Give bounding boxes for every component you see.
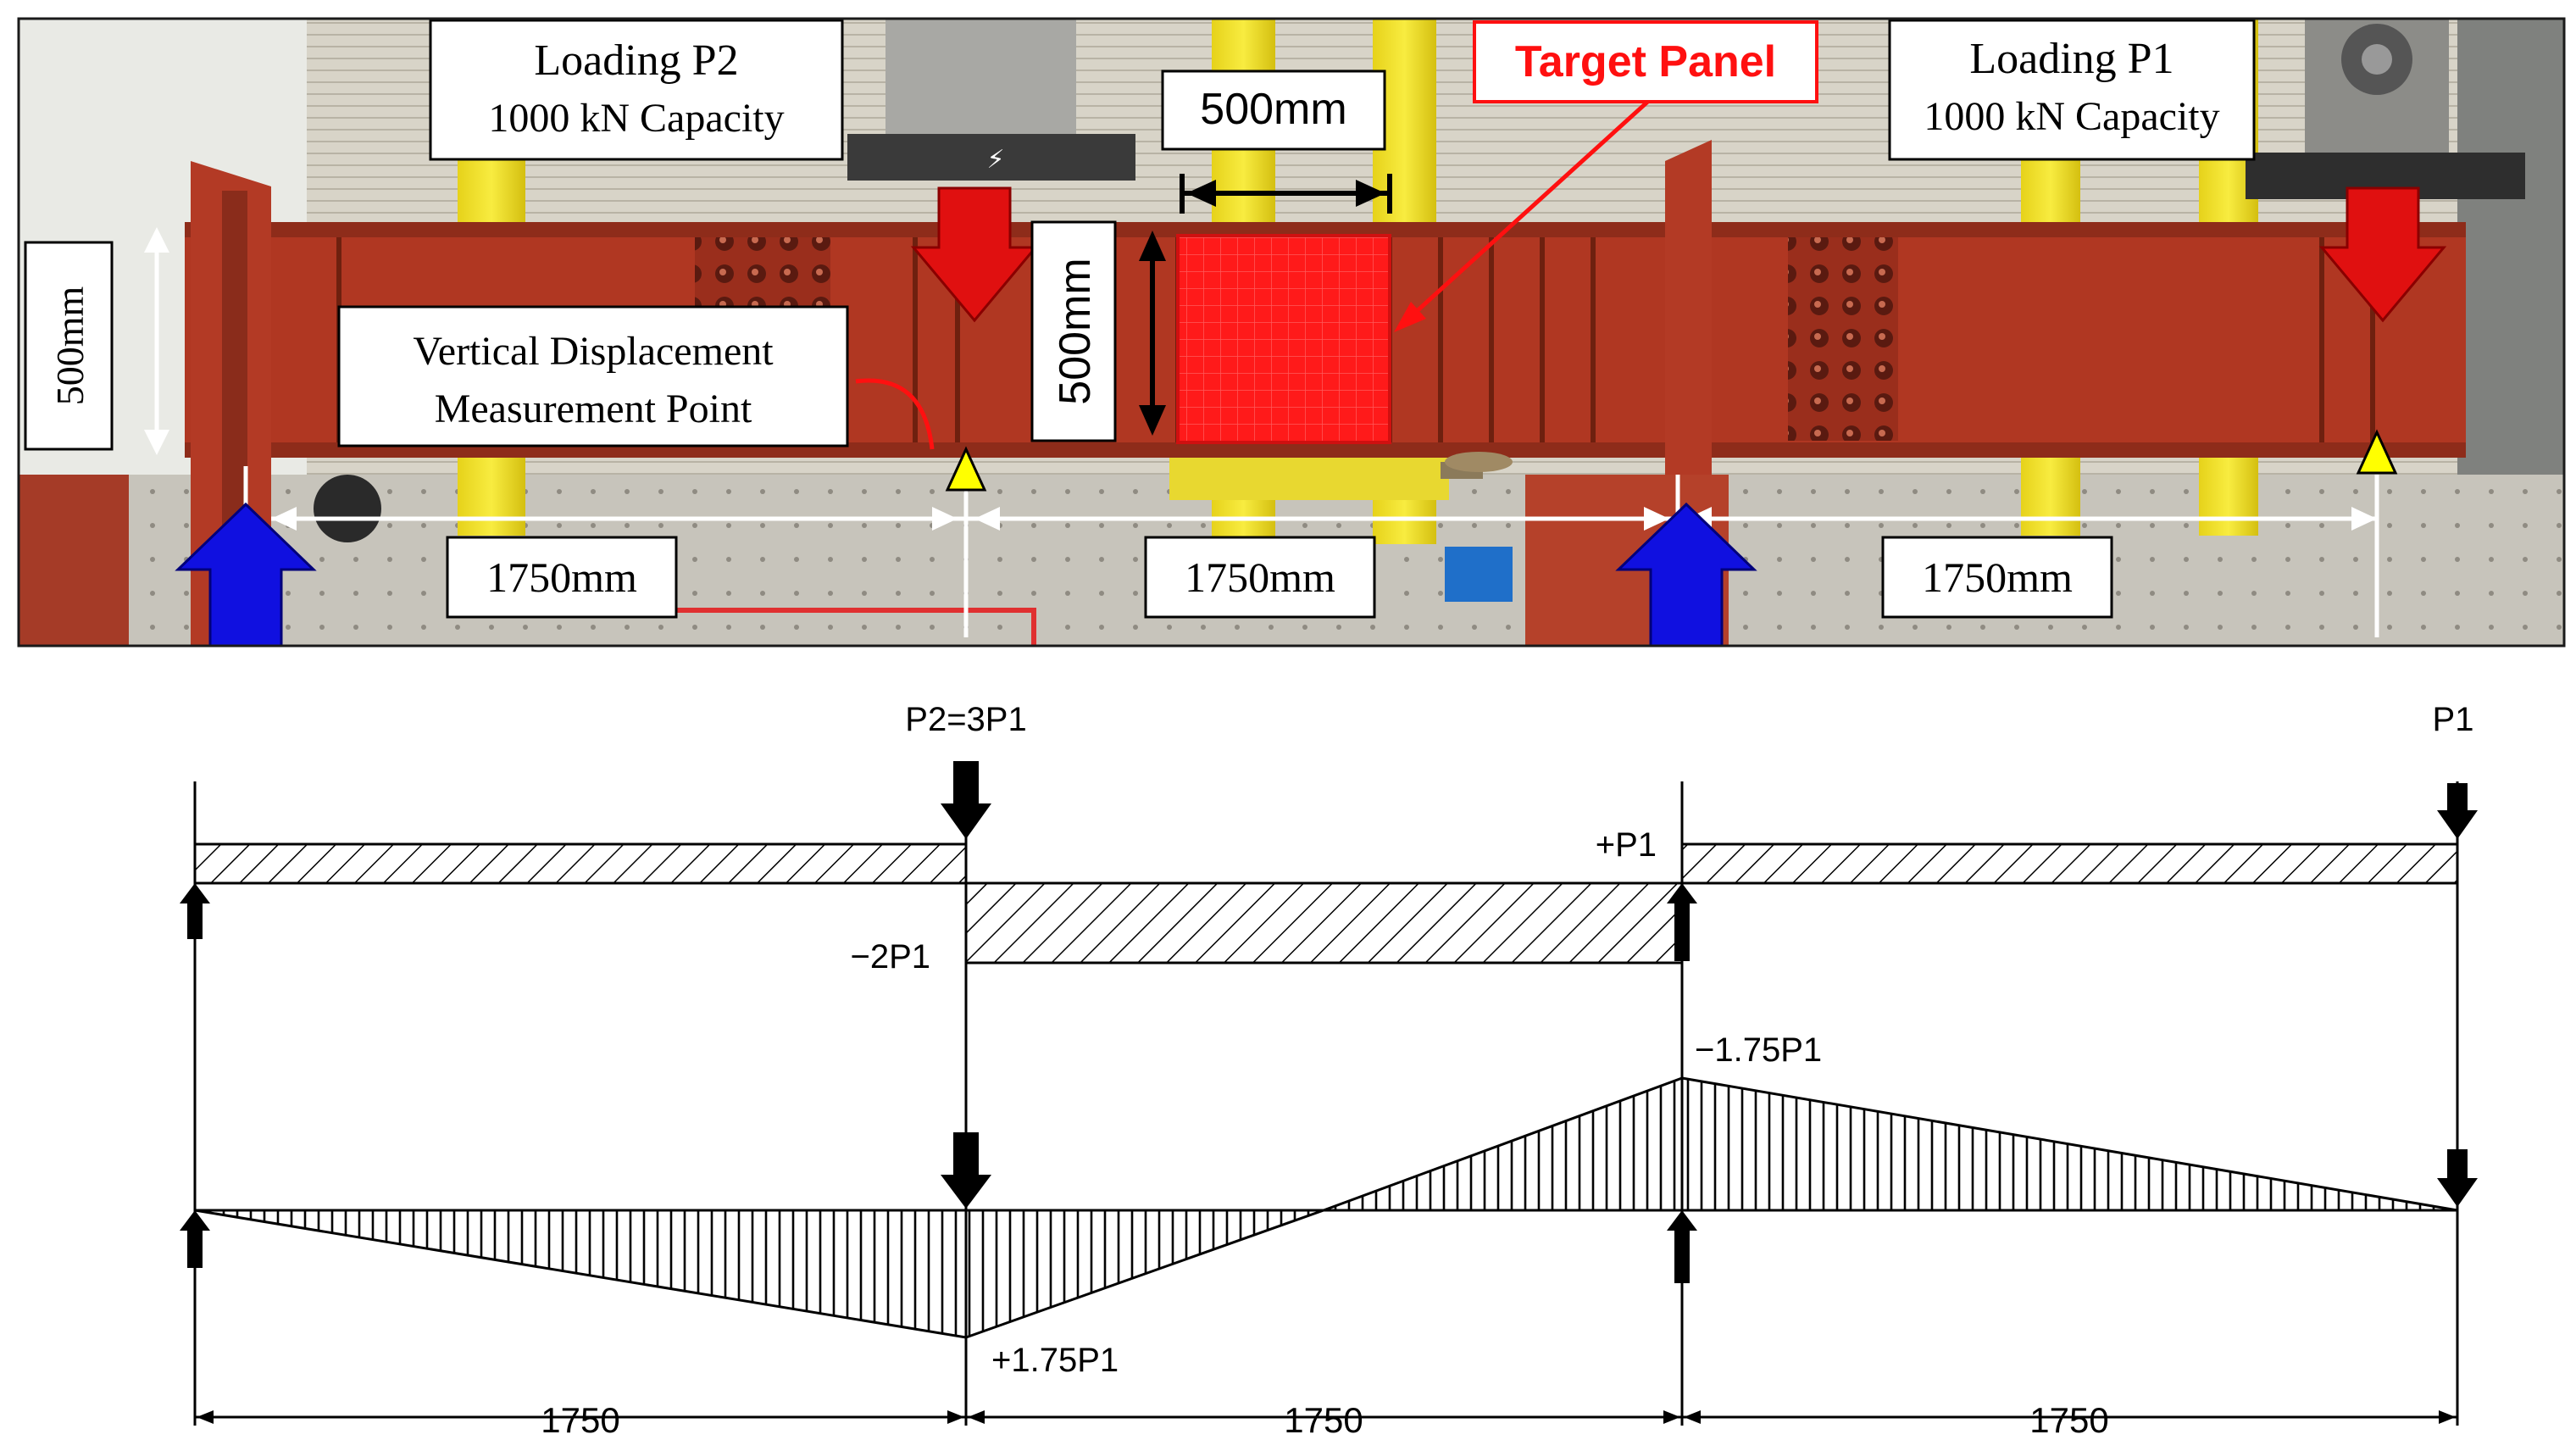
down-arrow-icon bbox=[2437, 783, 2478, 839]
measurement-point-label: Vertical Displacement Measurement Point bbox=[337, 305, 849, 448]
loading-p2-title: Loading P2 bbox=[534, 36, 738, 85]
loading-p1-capacity: 1000 kN Capacity bbox=[1924, 94, 2219, 139]
measurement-line1: Vertical Displacement bbox=[413, 329, 774, 374]
panel-dimension-arrows bbox=[1139, 174, 1392, 436]
down-arrow-icon bbox=[910, 186, 1039, 323]
load-p1-label: P1 bbox=[2433, 701, 2474, 738]
shear-negative-value: −2P1 bbox=[850, 938, 930, 976]
moment-negative-value: −1.75P1 bbox=[1695, 1031, 1822, 1069]
floor-marking bbox=[500, 608, 1036, 646]
moment-region-left bbox=[194, 1209, 968, 1339]
down-arrow-icon bbox=[941, 1132, 991, 1209]
up-arrow-icon bbox=[1667, 883, 1697, 961]
moment-region-middle-positive bbox=[964, 1209, 1324, 1340]
measurement-line2: Measurement Point bbox=[435, 386, 752, 431]
svg-text:⚡: ⚡ bbox=[986, 146, 1004, 174]
panel-width-label: 500mm bbox=[1161, 69, 1386, 151]
shear-block-left bbox=[193, 842, 968, 885]
dimension-2: 1750 bbox=[1284, 1400, 1363, 1440]
moment-region-right bbox=[1680, 1076, 2458, 1212]
span-label-2: 1750mm bbox=[1144, 536, 1376, 619]
bending-moment-diagram: −1.75P1 +1.75P1 bbox=[180, 1031, 2478, 1379]
loading-p1-label: Loading P1 1000 kN Capacity bbox=[1888, 19, 2256, 161]
panel-height-label: 500mm bbox=[1030, 220, 1117, 442]
down-arrow-icon bbox=[941, 761, 991, 839]
target-panel-text: Target Panel bbox=[1515, 37, 1776, 86]
target-panel-pointer bbox=[1394, 96, 1654, 332]
span-label-3: 1750mm bbox=[1881, 536, 2113, 619]
span-1-text: 1750mm bbox=[486, 553, 637, 601]
load-arrow-p2 bbox=[910, 186, 1039, 323]
girder-height-label: 500mm bbox=[24, 241, 114, 451]
loading-frame-p2: ⚡ bbox=[847, 19, 1135, 181]
up-arrow-icon bbox=[180, 883, 210, 939]
load-p2-label: P2=3P1 bbox=[905, 701, 1026, 738]
loading-p2-capacity: 1000 kN Capacity bbox=[488, 96, 784, 141]
panel-width-text: 500mm bbox=[1200, 85, 1346, 134]
span-2-text: 1750mm bbox=[1185, 553, 1335, 601]
moment-region-middle-negative bbox=[1323, 1076, 1684, 1212]
shear-force-diagram: P2=3P1 P1 +P1 −2P1 bbox=[180, 701, 2478, 1426]
span-3-text: 1750mm bbox=[1922, 553, 2073, 601]
dimension-3: 1750 bbox=[2029, 1400, 2108, 1440]
dimension-line: 1750 1750 1750 bbox=[195, 1400, 2457, 1440]
triangle-marker-icon bbox=[2356, 429, 2398, 475]
down-arrow-icon bbox=[2437, 1149, 2478, 1207]
span-dimension-lines bbox=[144, 227, 2379, 637]
dimension-1: 1750 bbox=[541, 1400, 619, 1440]
target-panel-region bbox=[1176, 234, 1391, 444]
shear-block-right bbox=[1680, 842, 2459, 885]
photo-frame bbox=[17, 17, 2566, 648]
up-arrow-icon bbox=[180, 1210, 210, 1268]
shear-block-middle bbox=[964, 881, 1684, 965]
load-arrow-p1 bbox=[2318, 186, 2447, 323]
up-arrow-icon bbox=[1667, 1210, 1697, 1283]
panel-height-text: 500mm bbox=[1051, 258, 1100, 404]
test-setup-photo: ⚡ bbox=[17, 17, 2566, 648]
girder-height-text: 500mm bbox=[48, 286, 92, 406]
span-label-1: 1750mm bbox=[446, 536, 678, 619]
target-panel-label: Target Panel bbox=[1473, 20, 1818, 103]
down-arrow-icon bbox=[2318, 186, 2447, 323]
shear-positive-value: +P1 bbox=[1596, 826, 1657, 864]
moment-positive-value: +1.75P1 bbox=[991, 1342, 1119, 1379]
measurement-pointer bbox=[855, 378, 935, 450]
triangle-marker-icon bbox=[945, 446, 987, 492]
loading-p2-label: Loading P2 1000 kN Capacity bbox=[429, 19, 844, 161]
loading-p1-title: Loading P1 bbox=[1969, 35, 2174, 83]
